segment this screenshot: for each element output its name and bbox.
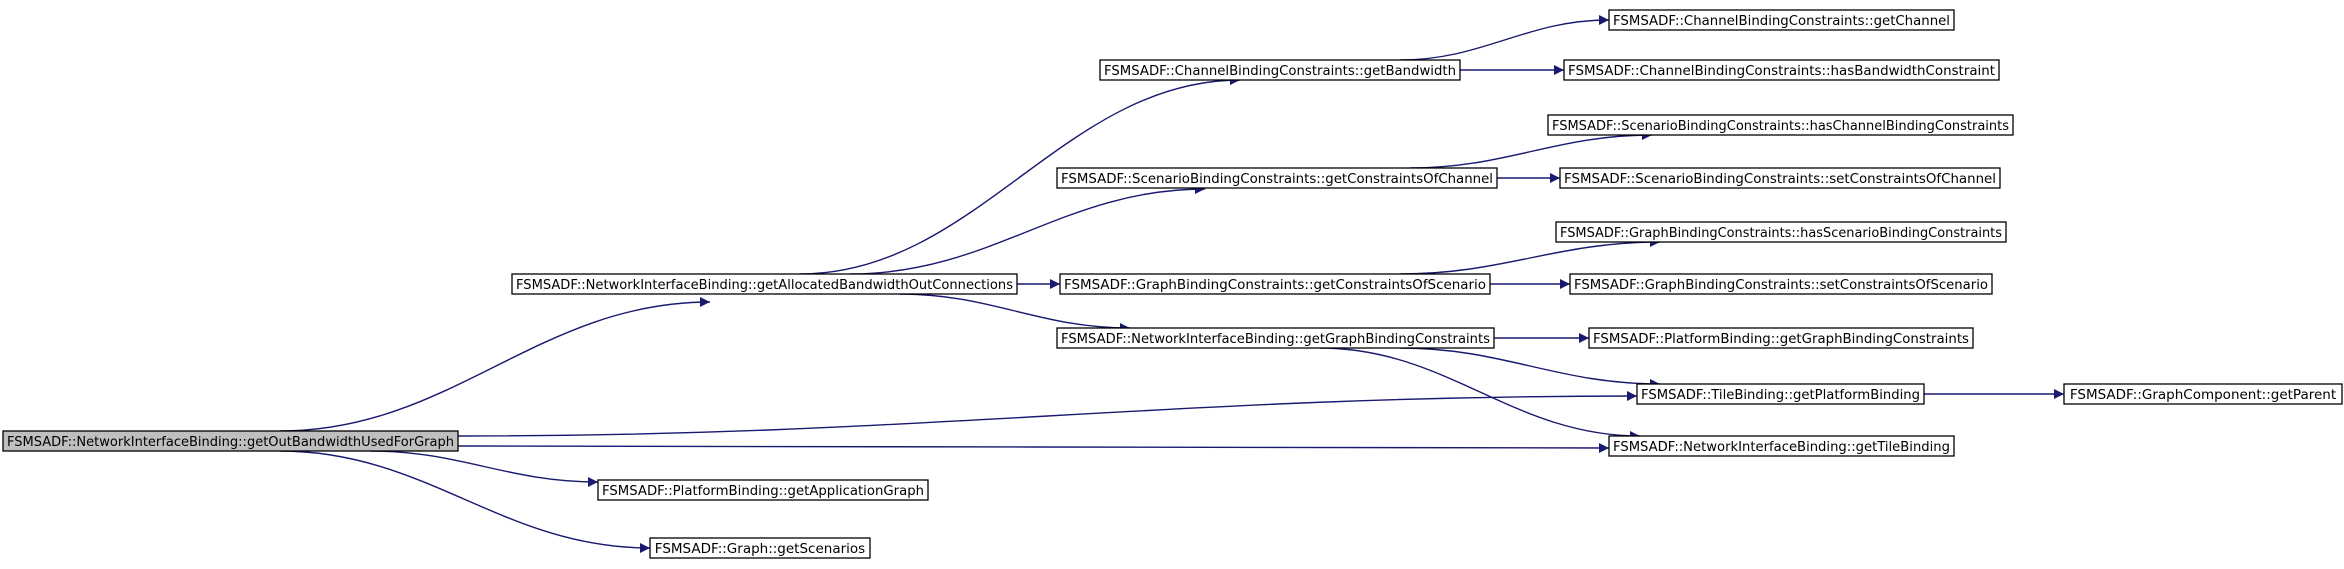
node-getApplicationGraph[interactable]: FSMSADF::PlatformBinding::getApplication… — [597, 479, 929, 501]
node-getBandwidth[interactable]: FSMSADF::ChannelBindingConstraints::getB… — [1099, 59, 1461, 81]
node-getConstraintsOfChannel[interactable]: FSMSADF::ScenarioBindingConstraints::get… — [1056, 167, 1498, 189]
node-setConstraintsOfScenario[interactable]: FSMSADF::GraphBindingConstraints::setCon… — [1569, 273, 1993, 295]
edge-getConstraintsOfScenario-to-hasScenarioBindingConstraints — [1399, 237, 1661, 275]
edge-getAllocatedBandwidthOutConnections-to-getGraphBindingConstraints_NI — [899, 293, 1131, 333]
node-hasBandwidthConstraint[interactable]: FSMSADF::ChannelBindingConstraints::hasB… — [1563, 59, 2000, 81]
node-box[interactable] — [1588, 327, 1974, 349]
node-getParent[interactable]: FSMSADF::GraphComponent::getParent — [2063, 383, 2343, 405]
node-label: FSMSADF::TileBinding::getPlatformBinding — [1641, 387, 1920, 403]
node-getGraphBindingConstraints_PB[interactable]: FSMSADF::PlatformBinding::getGraphBindin… — [1588, 327, 1974, 349]
edge-getBandwidth-to-getChannel — [1399, 15, 1610, 61]
node-label: FSMSADF::GraphComponent::getParent — [2070, 387, 2336, 403]
node-root[interactable]: FSMSADF::NetworkInterfaceBinding::getOut… — [2, 430, 459, 452]
node-label: FSMSADF::ScenarioBindingConstraints::set… — [1564, 171, 1996, 187]
node-hasChannelBindingConstraints[interactable]: FSMSADF::ScenarioBindingConstraints::has… — [1547, 114, 2014, 136]
edge-root-to-getPlatformBinding — [457, 391, 1638, 437]
node-label: FSMSADF::ChannelBindingConstraints::getB… — [1104, 63, 1456, 79]
edge-root-to-getScenarios — [279, 450, 651, 553]
edge-getGraphBindingConstraints_NI-to-getTileBinding — [1319, 347, 1641, 441]
node-label: FSMSADF::NetworkInterfaceBinding::getTil… — [1613, 439, 1950, 455]
node-getTileBinding[interactable]: FSMSADF::NetworkInterfaceBinding::getTil… — [1608, 435, 1955, 457]
node-getChannel[interactable]: FSMSADF::ChannelBindingConstraints::getC… — [1608, 9, 1955, 31]
edge-root-to-getAllocatedBandwidthOutConnections — [279, 297, 711, 432]
edge-getConstraintsOfChannel-to-hasChannelBindingConstraints — [1409, 130, 1653, 169]
node-box[interactable] — [1608, 9, 1955, 31]
node-box[interactable] — [1555, 221, 2007, 243]
edge-getGraphBindingConstraints_NI-to-getPlatformBinding — [1399, 347, 1661, 389]
node-box[interactable] — [2, 430, 459, 452]
node-box[interactable] — [1099, 59, 1461, 81]
node-label: FSMSADF::PlatformBinding::getApplication… — [602, 483, 924, 499]
node-label: FSMSADF::NetworkInterfaceBinding::getGra… — [1061, 331, 1490, 347]
node-box[interactable] — [597, 479, 929, 501]
edge-root-to-getTileBinding — [457, 442, 1610, 453]
node-box[interactable] — [1559, 167, 2001, 189]
node-setConstraintsOfChannel[interactable]: FSMSADF::ScenarioBindingConstraints::set… — [1559, 167, 2001, 189]
node-box[interactable] — [1636, 383, 1925, 405]
node-layer: FSMSADF::NetworkInterfaceBinding::getOut… — [2, 9, 2343, 559]
node-label: FSMSADF::NetworkInterfaceBinding::getAll… — [516, 277, 1013, 293]
node-label: FSMSADF::ChannelBindingConstraints::getC… — [1613, 13, 1950, 29]
edge-getAllocatedBandwidthOutConnections-to-getBandwidth — [799, 75, 1241, 275]
node-box[interactable] — [1569, 273, 1993, 295]
node-getGraphBindingConstraints_NI[interactable]: FSMSADF::NetworkInterfaceBinding::getGra… — [1056, 327, 1495, 349]
node-getPlatformBinding[interactable]: FSMSADF::TileBinding::getPlatformBinding — [1636, 383, 1925, 405]
edge-layer — [279, 15, 2064, 553]
node-getConstraintsOfScenario[interactable]: FSMSADF::GraphBindingConstraints::getCon… — [1059, 273, 1491, 295]
node-label: FSMSADF::GraphBindingConstraints::setCon… — [1574, 277, 1988, 293]
node-hasScenarioBindingConstraints[interactable]: FSMSADF::GraphBindingConstraints::hasSce… — [1555, 221, 2007, 243]
node-getScenarios[interactable]: FSMSADF::Graph::getScenarios — [649, 537, 871, 559]
node-label: FSMSADF::GraphBindingConstraints::getCon… — [1064, 277, 1486, 293]
node-box[interactable] — [1056, 327, 1495, 349]
node-getAllocatedBandwidthOutConnections[interactable]: FSMSADF::NetworkInterfaceBinding::getAll… — [511, 273, 1018, 295]
node-label: FSMSADF::NetworkInterfaceBinding::getOut… — [7, 434, 454, 450]
node-label: FSMSADF::GraphBindingConstraints::hasSce… — [1560, 225, 2002, 241]
node-box[interactable] — [1608, 435, 1955, 457]
node-box[interactable] — [1059, 273, 1491, 295]
node-box[interactable] — [511, 273, 1018, 295]
node-label: FSMSADF::ScenarioBindingConstraints::has… — [1552, 118, 2009, 134]
node-box[interactable] — [2063, 383, 2343, 405]
node-box[interactable] — [1056, 167, 1498, 189]
node-box[interactable] — [649, 537, 871, 559]
node-label: FSMSADF::PlatformBinding::getGraphBindin… — [1593, 331, 1969, 347]
node-box[interactable] — [1547, 114, 2014, 136]
edge-getAllocatedBandwidthOutConnections-to-getConstraintsOfChannel — [849, 184, 1206, 275]
node-label: FSMSADF::ScenarioBindingConstraints::get… — [1061, 171, 1493, 187]
node-box[interactable] — [1563, 59, 2000, 81]
node-label: FSMSADF::ChannelBindingConstraints::hasB… — [1568, 63, 1995, 79]
node-label: FSMSADF::Graph::getScenarios — [655, 541, 865, 557]
edge-root-to-getApplicationGraph — [369, 450, 599, 487]
